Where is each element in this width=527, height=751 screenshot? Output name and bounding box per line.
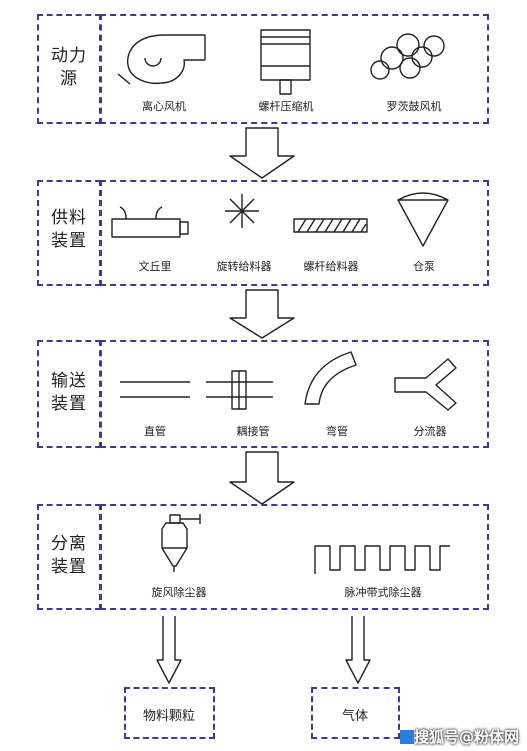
straight-pipe-icon bbox=[120, 381, 190, 398]
coupling-pipe-icon bbox=[206, 370, 273, 410]
stage-items-box-feeding-device bbox=[100, 180, 489, 286]
stage-label-conveying-device: 输送装置 bbox=[51, 371, 87, 414]
centrifugal-fan-icon bbox=[117, 34, 206, 85]
caption-straight-pipe: 直管 bbox=[144, 425, 166, 438]
caption-pulse-bag-filter: 脉冲带式除尘器 bbox=[344, 586, 422, 599]
flow-arrow-gas bbox=[345, 616, 371, 684]
stage-label-feeding-device: 供料装置 bbox=[51, 208, 87, 251]
caption-pressure-vessel: 仓泵 bbox=[413, 260, 435, 273]
splitter-icon bbox=[394, 358, 457, 411]
stage-items-box-power-source bbox=[100, 14, 489, 124]
caption-roots-blower: 罗茨鼓风机 bbox=[386, 100, 442, 113]
caption-screw-feeder: 螺杆给料器 bbox=[303, 260, 359, 273]
venturi-icon bbox=[111, 206, 189, 238]
output-box-particles bbox=[124, 687, 215, 739]
caption-centrifugal-fan: 离心风机 bbox=[142, 100, 186, 113]
pulse-bag-filter-icon bbox=[314, 545, 450, 574]
flow-arrow-1 bbox=[229, 127, 295, 179]
caption-venturi: 文丘里 bbox=[138, 260, 172, 273]
caption-splitter: 分流器 bbox=[413, 425, 447, 438]
screw-compressor-icon bbox=[260, 29, 311, 95]
output-label-particles: 物料颗粒 bbox=[142, 709, 196, 724]
roots-blower-icon bbox=[370, 33, 445, 80]
stage-items-box-separation-device bbox=[100, 504, 489, 610]
watermark: 搜狐号@粉体网 bbox=[413, 728, 519, 746]
caption-coupling-pipe: 耦接管 bbox=[236, 425, 270, 438]
output-label-gas: 气体 bbox=[341, 709, 369, 724]
flow-arrow-3 bbox=[229, 451, 295, 505]
output-box-gas bbox=[311, 687, 400, 739]
flow-arrow-particles bbox=[156, 616, 182, 684]
stage-label-power-source: 动力源 bbox=[51, 46, 87, 89]
stage-label-separation-device: 分离装置 bbox=[51, 534, 87, 577]
pressure-vessel-icon bbox=[397, 192, 449, 247]
elbow-pipe-icon bbox=[304, 351, 357, 405]
caption-cyclone-separator: 旋风除尘器 bbox=[151, 586, 207, 599]
caption-elbow-pipe: 弯管 bbox=[326, 425, 348, 438]
caption-screw-compressor: 螺杆压缩机 bbox=[258, 100, 314, 113]
rotary-feeder-icon bbox=[225, 194, 259, 228]
flow-arrow-2 bbox=[229, 289, 295, 339]
cyclone-separator-icon bbox=[161, 514, 201, 572]
watermark-logo-icon bbox=[400, 730, 414, 744]
caption-rotary-feeder: 旋转给料器 bbox=[216, 260, 272, 273]
screw-feeder-icon bbox=[293, 218, 368, 233]
stage-items-box-conveying-device bbox=[100, 340, 489, 448]
